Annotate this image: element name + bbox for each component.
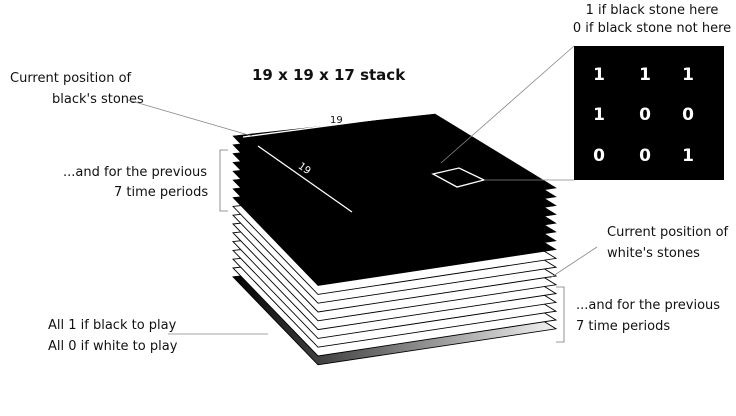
- white-current-leader: [549, 246, 598, 279]
- white-current-label-line-1: Current position of: [607, 225, 729, 240]
- plane-stack: [232, 113, 558, 366]
- black-current-leader: [127, 99, 253, 137]
- width-edge-line: [242, 111, 433, 138]
- black-current-label-line-2: black's stones: [52, 92, 144, 107]
- zoom-cell: 0: [593, 146, 605, 166]
- width-dimension-label: 19: [330, 115, 343, 126]
- white-previous-label-line-1: ...and for the previous: [576, 298, 720, 313]
- black-previous-label-line-2: 7 time periods: [114, 185, 208, 200]
- zoom-cell: 1: [682, 146, 694, 166]
- zoom-cell: 0: [639, 105, 651, 125]
- zoom-legend-line-2: 0 if black stone not here: [573, 21, 731, 36]
- zoom-connector-upper: [440, 45, 575, 164]
- zoom-cell: 1: [593, 105, 605, 125]
- black-current-plane: [232, 113, 557, 225]
- to-play-label-line-1: All 1 if black to play: [48, 318, 177, 333]
- white-current-label-line-2: white's stones: [607, 246, 700, 261]
- zoom-box-background: [574, 46, 724, 180]
- dimension-markings: 19 19: [242, 111, 433, 213]
- zoom-cell: 0: [639, 146, 651, 166]
- zoom-cell: 1: [593, 65, 605, 85]
- zoom-legend-line-1: 1 if black stone here: [586, 3, 719, 18]
- black-current-label-line-1: Current position of: [10, 71, 132, 86]
- zoom-grid: 1 1 1 1 0 0 0 0 1: [593, 65, 694, 166]
- zoom-cell: 0: [682, 105, 694, 125]
- to-play-label-line-2: All 0 if white to play: [48, 339, 178, 354]
- stack-title: 19 x 19 x 17 stack: [252, 66, 406, 84]
- black-previous-label-line-1: ...and for the previous: [63, 165, 207, 180]
- zoom-cell: 1: [639, 65, 651, 85]
- white-previous-label-line-2: 7 time periods: [576, 319, 670, 334]
- depth-edge-line: [257, 145, 353, 213]
- zoom-cell: 1: [682, 65, 694, 85]
- black-previous-bracket: [219, 149, 228, 212]
- white-previous-bracket: [556, 286, 565, 343]
- zoom-box: 1 1 1 1 0 0 0 0 1: [574, 46, 724, 180]
